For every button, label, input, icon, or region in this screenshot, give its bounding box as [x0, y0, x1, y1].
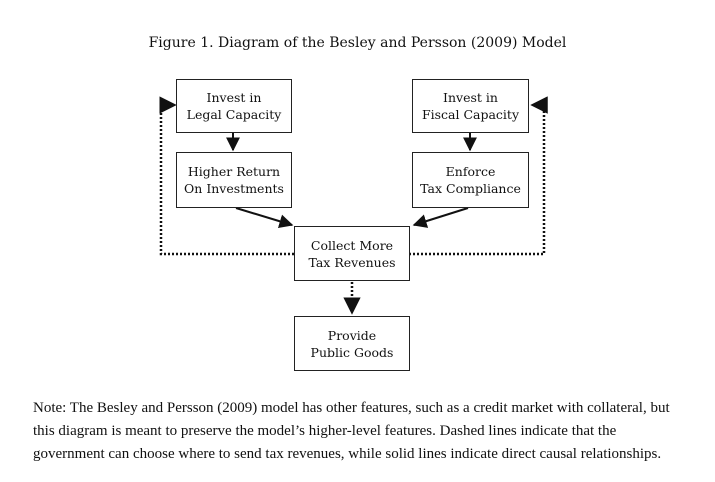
figure-title: Figure 1. Diagram of the Besley and Pers…	[148, 35, 567, 51]
box-label-line-2: Public Goods	[310, 344, 394, 360]
box-collect-tax-revenues: Collect More Tax Revenues	[294, 226, 410, 281]
dashed-feedback-fiscal	[409, 96, 548, 256]
box-invest-legal-capacity: Invest in Legal Capacity	[176, 79, 292, 133]
box-label-line-2: Legal Capacity	[186, 107, 282, 122]
box-label-line-1: Invest in	[443, 90, 498, 105]
arrow-return-to-collect	[235, 207, 294, 229]
figure-note: Note: The Besley and Persson (2009) mode…	[33, 400, 670, 462]
box-label-line-1: Higher Return	[187, 164, 281, 179]
box-label-line-2: Fiscal Capacity	[421, 107, 520, 122]
box-enforce-tax-compliance: Enforce Tax Compliance	[412, 152, 529, 208]
box-label-line-2: On Investments	[184, 181, 284, 196]
box-label-line-2: Tax Compliance	[420, 181, 521, 196]
box-higher-return: Higher Return On Investments	[176, 152, 292, 208]
box-invest-fiscal-capacity: Invest in Fiscal Capacity	[412, 79, 529, 133]
box-label-line-1: Invest in	[206, 90, 262, 105]
arrow-enforce-to-collect	[412, 207, 469, 228]
box-label-line-1: Enforce	[445, 164, 496, 179]
dashed-feedback-legal	[159, 96, 294, 256]
box-provide-public-goods: Provide Public Goods	[294, 316, 410, 371]
box-label-line-1: Provide	[327, 327, 377, 343]
box-label-line-1: Collect More	[310, 237, 394, 253]
box-label-line-2: Tax Revenues	[308, 254, 396, 270]
